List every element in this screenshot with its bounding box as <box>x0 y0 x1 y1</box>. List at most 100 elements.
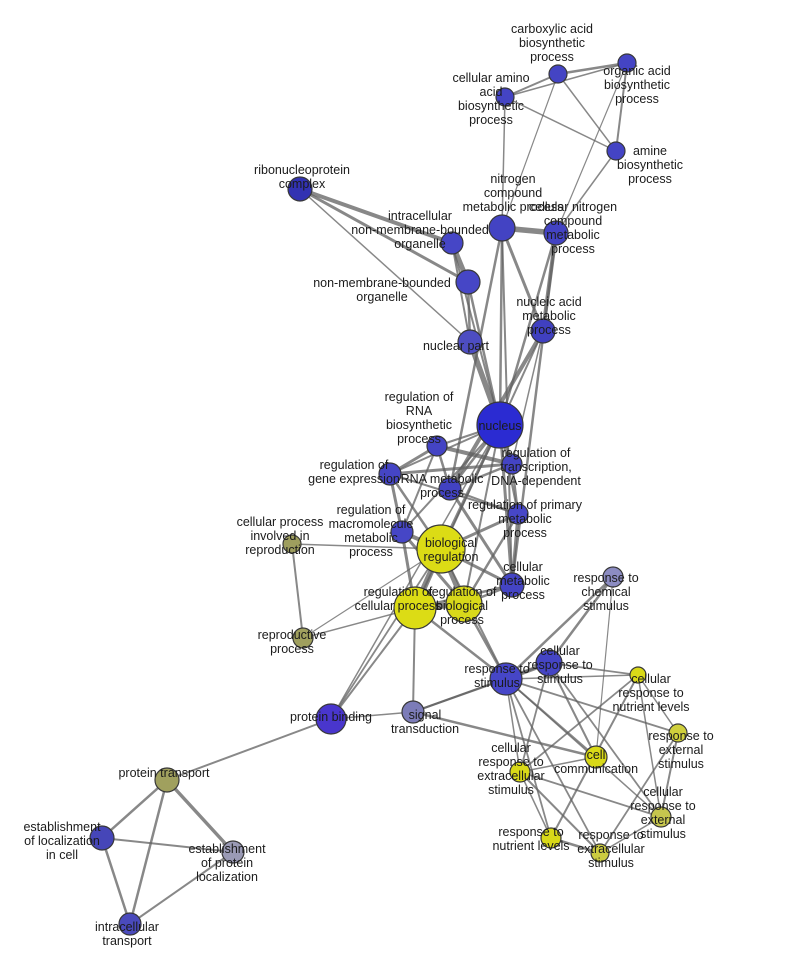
node-label-pb: protein binding <box>290 710 372 724</box>
edge-oab-cncm <box>555 62 628 234</box>
edge-ncm-nam <box>500 226 545 333</box>
edge-pt-it <box>128 778 169 926</box>
node-label-res: external <box>659 743 703 757</box>
node-label-res: response to <box>648 729 713 743</box>
edge-rs-crnl <box>505 674 639 680</box>
node-crecs[interactable] <box>509 761 531 783</box>
node-cncm[interactable] <box>543 220 569 246</box>
node-label-recs: extracellular <box>577 842 644 856</box>
node-label-rcs: chemical <box>581 585 630 599</box>
edge-rs-crexs <box>505 678 662 818</box>
edge-elc-it <box>100 836 132 926</box>
node-rp[interactable] <box>292 627 314 649</box>
node-label-rtd: regulation of <box>502 446 571 460</box>
node-label-crexs: response to <box>630 799 695 813</box>
node-label-rbp: biological <box>436 599 488 613</box>
node-cpir[interactable] <box>282 534 302 554</box>
edge-rrb-rtd <box>435 444 514 466</box>
node-pb[interactable] <box>315 703 347 735</box>
node-nmb[interactable] <box>455 269 481 295</box>
node-label-elc: establishment <box>23 820 101 834</box>
node-label-rrb: regulation of <box>385 390 454 404</box>
edge-recs-crexs <box>599 816 662 854</box>
node-label-bre: regulation <box>424 550 479 564</box>
node-res[interactable] <box>668 723 688 743</box>
node-rrb[interactable] <box>426 435 448 457</box>
node-label-rnam: RNA metabolic <box>401 472 484 486</box>
edge-nmb-nuc <box>466 280 502 427</box>
node-label-inmb: non-membrane-bounded <box>351 223 489 237</box>
node-cmp[interactable] <box>499 572 525 598</box>
node-label-rmm: macromolecule <box>329 517 414 531</box>
node-nam[interactable] <box>530 318 556 344</box>
node-inmb[interactable] <box>440 231 464 255</box>
node-rcp[interactable] <box>393 586 437 630</box>
edge-epl-it <box>129 851 234 925</box>
node-bre[interactable] <box>416 524 466 574</box>
edge-ab-cncm <box>555 150 617 234</box>
node-crnl[interactable] <box>629 666 647 684</box>
node-ab[interactable] <box>606 141 626 161</box>
edge-crs-crecs <box>519 662 550 773</box>
node-label-bre: biological <box>425 536 477 550</box>
edge-inmb-np <box>451 242 471 343</box>
node-label-elc: in cell <box>46 848 78 862</box>
edge-caab-ab <box>504 96 617 152</box>
node-label-rpm: metabolic <box>498 512 552 526</box>
node-it[interactable] <box>118 912 142 936</box>
node-rmm[interactable] <box>390 520 414 544</box>
node-rpm[interactable] <box>507 503 529 525</box>
node-recs[interactable] <box>590 843 610 863</box>
node-rs[interactable] <box>489 662 523 696</box>
edge-st-cc <box>411 710 598 759</box>
node-label-crnl: cellular <box>631 672 671 686</box>
node-label-caab: cellular amino <box>452 71 529 85</box>
node-cab[interactable] <box>548 64 568 84</box>
node-rbp[interactable] <box>445 585 483 623</box>
node-label-inmb: intracellular <box>388 209 452 223</box>
node-label-oab: organic acid <box>603 64 670 78</box>
node-elc[interactable] <box>89 825 115 851</box>
node-label-ncm: compound <box>484 186 542 200</box>
node-rnp[interactable] <box>287 176 313 202</box>
node-label-nmb: organelle <box>356 290 407 304</box>
node-caab[interactable] <box>495 87 515 107</box>
node-st[interactable] <box>401 700 425 724</box>
node-label-cc: cell <box>587 748 606 762</box>
node-label-ab: process <box>628 172 672 186</box>
edge-cab-oab <box>556 61 629 76</box>
node-nuc[interactable] <box>476 401 524 449</box>
node-label-rpm: regulation of primary <box>468 498 583 512</box>
node-crs[interactable] <box>535 649 563 677</box>
node-rge[interactable] <box>378 462 402 486</box>
node-label-cncm: compound <box>544 214 602 228</box>
node-label-crecs: cellular <box>491 741 531 755</box>
node-label-crecs: stimulus <box>488 783 534 797</box>
node-crexs[interactable] <box>650 806 672 828</box>
edge-crnl-crexs <box>637 674 662 818</box>
node-pt[interactable] <box>154 767 180 793</box>
node-rtd[interactable] <box>501 453 523 475</box>
node-rnl[interactable] <box>540 827 562 849</box>
node-label-pt: protein transport <box>118 766 210 780</box>
node-rcs[interactable] <box>602 566 624 588</box>
edge-recs-crecs <box>519 771 601 854</box>
node-label-res: stimulus <box>658 757 704 771</box>
node-np[interactable] <box>457 329 483 355</box>
edge-cab-caab <box>504 73 559 98</box>
node-oab[interactable] <box>617 53 637 73</box>
node-label-caab: acid <box>480 85 503 99</box>
node-label-rnp: ribonucleoprotein <box>254 163 350 177</box>
node-ncm[interactable] <box>488 214 516 242</box>
node-label-ncm: nitrogen <box>490 172 535 186</box>
edge-pb-bre <box>330 548 442 720</box>
edge-crnl-res <box>637 674 679 734</box>
node-label-rcp: cellular process <box>355 599 442 613</box>
node-rnam[interactable] <box>438 477 462 501</box>
edge-cncm-nuc <box>498 231 558 427</box>
node-label-cncm: process <box>551 242 595 256</box>
node-label-cpir: involved in <box>250 529 309 543</box>
node-epl[interactable] <box>221 840 245 864</box>
node-cc[interactable] <box>584 745 608 769</box>
